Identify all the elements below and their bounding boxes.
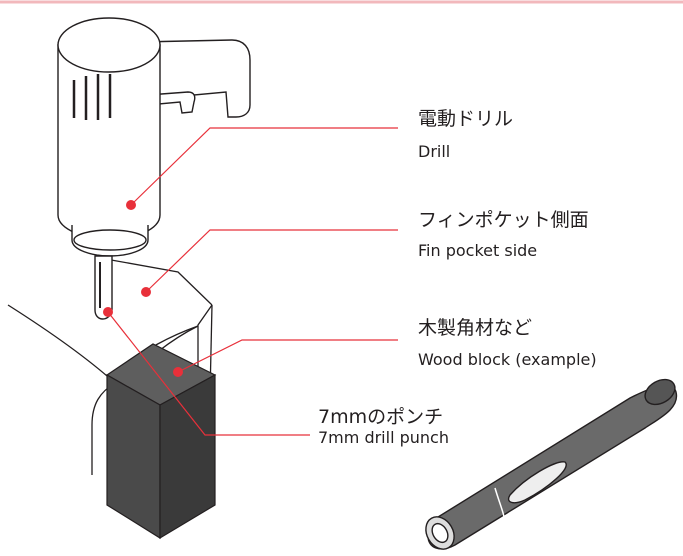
punch-side-slot: [507, 461, 567, 504]
leader-drill: [130, 127, 398, 206]
leader-lines: [107, 127, 398, 436]
leader-wood-block: [177, 339, 398, 373]
wood-block-label-jp: 木製角材など: [418, 317, 533, 339]
wood-block-label-en: Wood block (example): [418, 350, 597, 369]
punch-label-jp: 7mmのポンチ: [318, 406, 444, 428]
drill: [57, 17, 251, 320]
punch-end-cap: [644, 378, 676, 406]
drill-label-jp: 電動ドリル: [418, 108, 514, 130]
drill-body-top: [57, 17, 161, 73]
leader-fin-pocket: [145, 229, 398, 293]
vent-slits: [72, 74, 112, 120]
drill-handle: [139, 39, 251, 118]
wood-block: [105, 343, 217, 540]
leader-punch: [107, 311, 310, 436]
fin-pocket-label-jp: フィンポケット側面: [418, 209, 589, 231]
punch-label-en: 7mm drill punch: [318, 428, 449, 447]
leader-dots: [103, 200, 183, 377]
wood-block-side: [159, 373, 216, 540]
drill-label-en: Drill: [418, 142, 451, 161]
fin-pocket-label-en: Fin pocket side: [418, 241, 538, 260]
punch-tool: [425, 378, 678, 550]
